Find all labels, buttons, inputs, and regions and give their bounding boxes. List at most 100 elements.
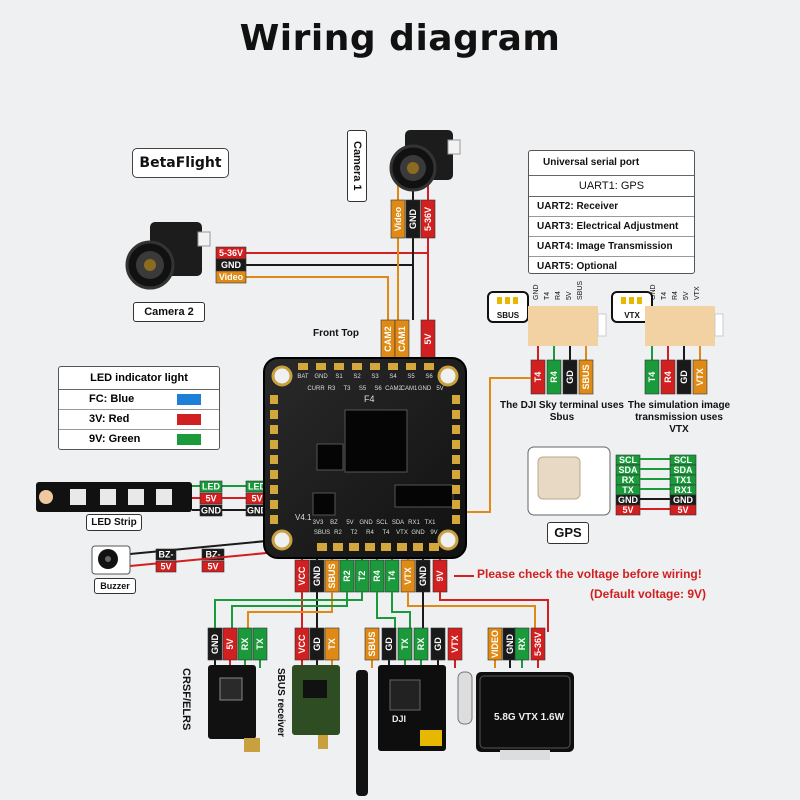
solder-pad bbox=[452, 485, 460, 494]
led-row-3v: 3V: Red bbox=[59, 410, 219, 430]
chip-label: F4 bbox=[364, 394, 375, 404]
solder-pad bbox=[349, 543, 359, 551]
solder-pad bbox=[429, 543, 439, 551]
led-table-header: LED indicator light bbox=[59, 367, 219, 390]
wire-tag-box bbox=[294, 627, 310, 661]
cam-pad-tag: CAM2 bbox=[380, 319, 396, 359]
receiver-wire-tag: GD bbox=[309, 627, 325, 661]
bottom-wire-tag: T4 bbox=[384, 559, 400, 593]
vtx-badge: VTX bbox=[624, 311, 640, 320]
camera-2-pin-tag: GND bbox=[215, 258, 247, 272]
solder-pad bbox=[317, 543, 327, 551]
gps-fc-pin-tag: TX1 bbox=[669, 474, 697, 486]
receiver-wire-tag: TX bbox=[324, 627, 340, 661]
wire-tag-box bbox=[207, 627, 223, 661]
wire-tag-box bbox=[222, 627, 238, 661]
front-top-label: Front Top bbox=[313, 328, 359, 339]
wire-tag-text: R4 bbox=[372, 570, 382, 582]
pad-label: S5 bbox=[359, 386, 367, 392]
solder-pad bbox=[413, 543, 423, 551]
bottom-wire-tag: GND bbox=[415, 559, 431, 593]
wire-tag-text: T2 bbox=[357, 571, 367, 582]
wire-tag-text: 9V bbox=[435, 570, 445, 581]
wire-tag-text: 5-36V bbox=[423, 207, 433, 231]
dji-air-unit-icon bbox=[356, 665, 446, 796]
wire-tag-text: SCL bbox=[674, 455, 693, 465]
pad-label: SBUS bbox=[314, 530, 330, 536]
vtx-transmitter-label: 5.8G VTX 1.6W bbox=[494, 712, 565, 723]
wire-tag-box bbox=[324, 627, 340, 661]
wire-tag-text: VCC bbox=[297, 566, 307, 586]
receiver-wire-tag: RX bbox=[514, 627, 530, 661]
sbus-receiver-label: SBUS receiver bbox=[275, 668, 286, 737]
pad-label: S6 bbox=[374, 386, 382, 392]
wire-tag-box bbox=[578, 359, 594, 395]
default-voltage-note: (Default voltage: 9V) bbox=[590, 587, 707, 601]
wire-tag-text: RX bbox=[416, 638, 426, 651]
pad-label: VTX bbox=[396, 530, 408, 536]
receiver-wire-tag: VIDEO bbox=[487, 627, 503, 661]
wire-tag-text: GD bbox=[565, 370, 575, 384]
wire-tag-text: VTX bbox=[450, 635, 460, 653]
wire-tag-text: GD bbox=[433, 637, 443, 651]
wire-tag-text: 5-36V bbox=[219, 248, 243, 258]
wire-tag-text: TX bbox=[327, 638, 337, 650]
receiver-wire-tag: RX bbox=[413, 627, 429, 661]
page-title: Wiring diagram bbox=[239, 18, 561, 59]
wire-tag-text: TX bbox=[400, 638, 410, 650]
wire-tag-text: VIDEO bbox=[490, 630, 500, 658]
pad-label: GND bbox=[418, 386, 432, 392]
solder-pad bbox=[334, 363, 344, 370]
pad-label: 9V bbox=[430, 530, 437, 536]
receiver-wire-tag: VTX bbox=[447, 627, 463, 661]
wire-tag-box bbox=[562, 359, 578, 395]
wire-tag-text: GND bbox=[247, 506, 268, 516]
firmware-label: BetaFlight bbox=[132, 148, 229, 178]
solder-pad bbox=[424, 363, 434, 370]
wire-tag-text: R2 bbox=[342, 570, 352, 582]
camera-1-label: Camera 1 bbox=[347, 130, 367, 202]
pad-label: S1 bbox=[335, 374, 343, 380]
wire-tag-text: 5V bbox=[205, 494, 216, 504]
wire-tag-box bbox=[199, 480, 223, 493]
wire-tag-text: VTX bbox=[695, 368, 705, 386]
wire-tag-box bbox=[199, 492, 223, 505]
pad-label: S2 bbox=[353, 374, 361, 380]
solder-pad bbox=[270, 425, 278, 434]
solder-pad bbox=[333, 543, 343, 551]
wire-tag-box bbox=[413, 627, 429, 661]
wire-tag-box bbox=[364, 627, 380, 661]
wire-tag-text: GND bbox=[673, 495, 694, 505]
wire-tag-text: T4 bbox=[647, 372, 657, 383]
solder-pad bbox=[270, 440, 278, 449]
pad-label: R2 bbox=[334, 530, 342, 536]
gps-pin-tag: RX bbox=[615, 474, 641, 486]
camera-1-icon bbox=[389, 130, 461, 192]
9v-route bbox=[439, 592, 549, 632]
camera-red-wire bbox=[248, 252, 429, 320]
gps-pin-tag: SCL bbox=[615, 454, 641, 466]
solder-pad bbox=[452, 410, 460, 419]
wire-tag-text: T4 bbox=[387, 571, 397, 582]
wire-tag-box bbox=[420, 199, 436, 239]
wire-tag-text: GND bbox=[408, 209, 418, 230]
pad-label: S6 bbox=[425, 374, 433, 380]
uart-row: UART3: Electrical Adjustment bbox=[529, 217, 694, 237]
gps-fc-pin-tag: GND bbox=[669, 494, 697, 506]
receiver-wire-tag: 5V bbox=[222, 627, 238, 661]
led-row-fc: FC: Blue bbox=[59, 390, 219, 410]
led-strip-label: LED Strip bbox=[86, 514, 142, 531]
wire-tag-box bbox=[215, 270, 247, 284]
pad-label: S3 bbox=[371, 374, 379, 380]
buzzer-pin-tag: BZ- bbox=[155, 548, 177, 561]
uart-row: UART4: Image Transmission bbox=[529, 237, 694, 257]
receiver-wire-tag: TX bbox=[252, 627, 268, 661]
pad-label: RX1 bbox=[408, 520, 420, 526]
vtx-transmitter-icon bbox=[457, 671, 574, 760]
pad-label: GND bbox=[359, 520, 373, 526]
wire-tag-text: TX bbox=[255, 638, 265, 650]
bottom-wire-tag: R4 bbox=[369, 559, 385, 593]
wire-tag-text: 5V bbox=[251, 494, 262, 504]
pad-label: CURR bbox=[307, 386, 325, 392]
wire-tag-box bbox=[155, 560, 177, 573]
